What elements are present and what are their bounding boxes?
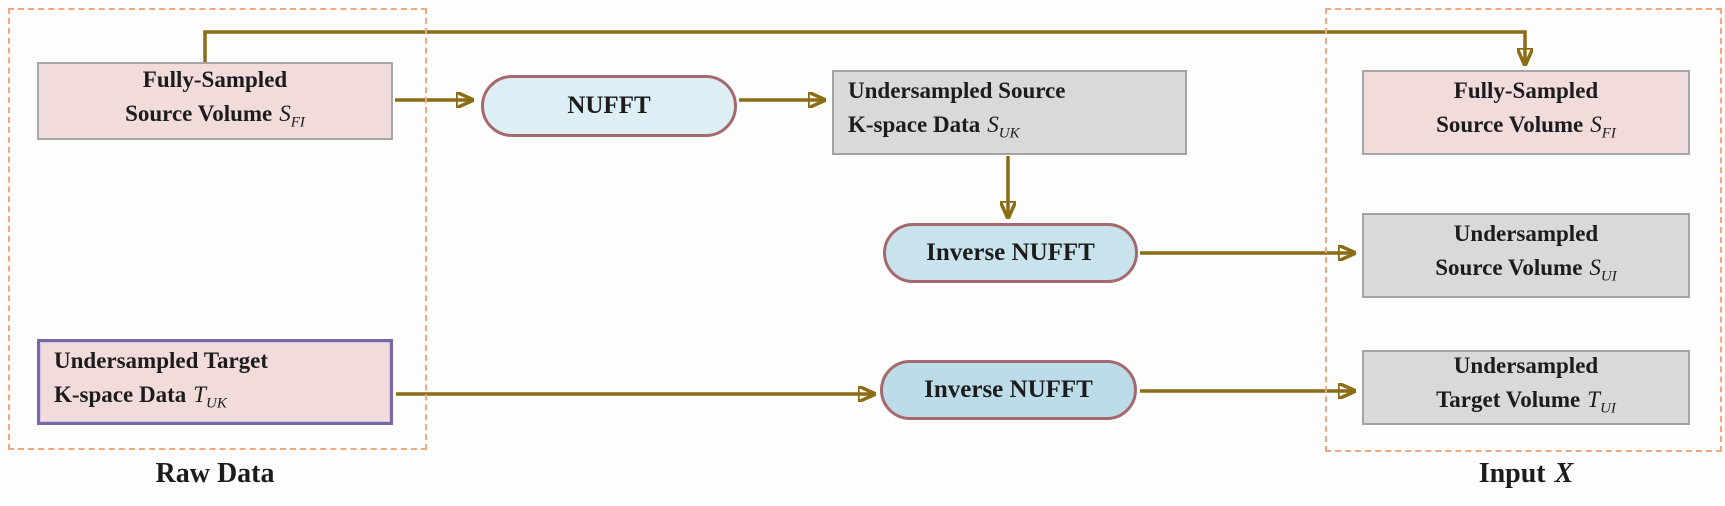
input-x-region (1325, 8, 1722, 452)
pill-label: NUFFT (567, 92, 651, 119)
node-inverse-nufft-1: Inverse NUFFT (883, 223, 1138, 283)
node-text-line1: Undersampled Source (848, 78, 1066, 104)
math-symbol: SFI (279, 100, 305, 131)
node-text-line1: Fully-Sampled (142, 66, 288, 92)
raw-data-region (8, 8, 427, 450)
pill-label: Inverse NUFFT (924, 376, 1093, 403)
math-symbol: TUI (1587, 387, 1616, 417)
pill-label: Inverse NUFFT (926, 239, 1095, 266)
node-inverse-nufft-2: Inverse NUFFT (880, 360, 1137, 420)
math-symbol: SFI (1590, 112, 1616, 142)
raw-data-label: Raw Data (155, 458, 275, 489)
math-symbol: SUK (987, 112, 1020, 142)
node-text-line1: Undersampled (1453, 221, 1599, 247)
node-text-line1: Fully-Sampled (1453, 78, 1599, 104)
math-symbol: TUK (193, 381, 227, 412)
node-text-line1: Undersampled Target (54, 347, 269, 373)
node-text-line1: Undersampled (1453, 353, 1599, 379)
math-symbol: SUI (1589, 255, 1617, 285)
math-symbol: X (1554, 458, 1574, 489)
node-nufft: NUFFT (481, 75, 737, 137)
